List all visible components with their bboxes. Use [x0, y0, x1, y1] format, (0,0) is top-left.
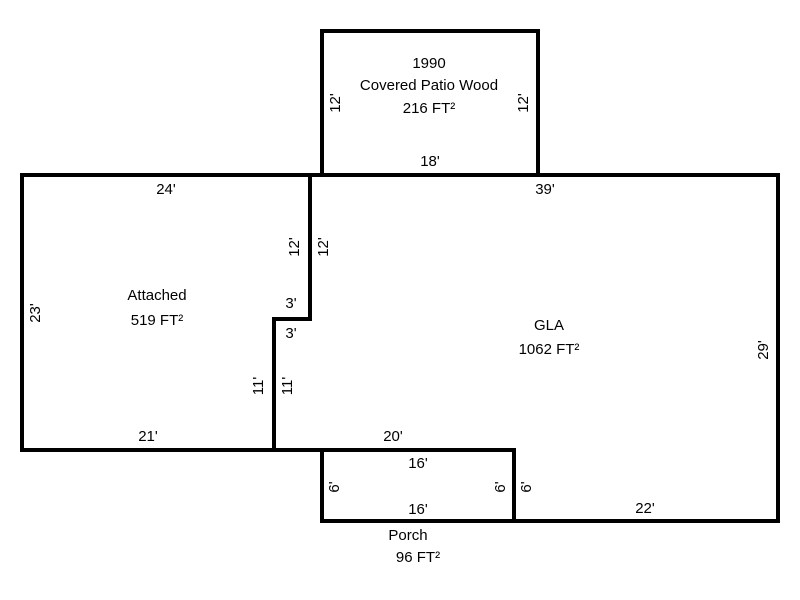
dim-attached-right-lower: 11' — [250, 377, 267, 396]
patio-year: 1990 — [412, 55, 445, 72]
dim-patio-left: 12' — [327, 93, 344, 113]
dim-porch-bottom: 16' — [408, 501, 428, 518]
dim-porch-right: 6' — [492, 481, 509, 492]
porch-outline — [320, 448, 516, 523]
dim-attached-right-upper: 12' — [286, 237, 303, 257]
dim-attached-bottom: 21' — [138, 428, 158, 445]
dim-porch-top: 16' — [408, 455, 428, 472]
dim-gla-porch-side: 6' — [518, 481, 535, 492]
porch-size: 96 FT² — [396, 549, 440, 566]
dim-patio-bottom: 18' — [420, 153, 440, 170]
attached-size: 519 FT² — [131, 312, 184, 329]
dim-gla-top: 39' — [535, 181, 555, 198]
gla-name: GLA — [534, 317, 564, 334]
dim-gla-bottom-left: 20' — [383, 428, 403, 445]
dim-attached-top: 24' — [156, 181, 176, 198]
patio-size: 216 FT² — [403, 100, 456, 117]
gla-size: 1062 FT² — [519, 341, 580, 358]
dim-gla-right: 29' — [755, 340, 772, 360]
dim-porch-left: 6' — [326, 481, 343, 492]
porch-name: Porch — [388, 527, 427, 544]
dim-gla-step: 3' — [285, 325, 296, 342]
patio-name: Covered Patio Wood — [360, 77, 498, 94]
dim-attached-left: 23' — [27, 303, 44, 323]
dim-gla-left-lower: 11' — [279, 377, 296, 396]
dim-attached-step: 3' — [285, 295, 296, 312]
dim-gla-left-upper: 12' — [315, 237, 332, 257]
dim-patio-right: 12' — [515, 93, 532, 113]
dim-gla-bottom-right: 22' — [635, 500, 655, 517]
attached-name: Attached — [127, 287, 186, 304]
